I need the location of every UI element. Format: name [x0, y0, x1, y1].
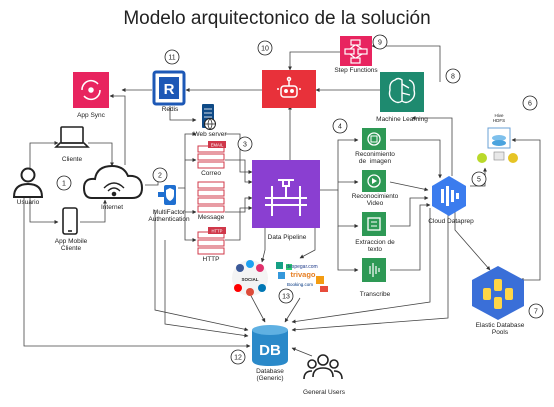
http-tag: HTTP	[212, 229, 223, 234]
http-server-icon: HTTP	[197, 227, 226, 255]
email-tag: EMAIL	[211, 143, 224, 148]
label-elastic-db: Elastic Database Pools	[475, 322, 525, 337]
redis-glyph: R	[164, 81, 175, 98]
step-11: 11	[168, 55, 175, 62]
label-reconocimiento-imagen: Reconimiento de imagen	[355, 151, 395, 166]
step-9: 9	[378, 40, 382, 47]
laptop-icon	[54, 126, 90, 148]
step-6: 6	[528, 101, 532, 108]
step-13: 13	[282, 294, 290, 301]
label-correo: Correo	[201, 170, 221, 177]
rekognition-video-icon	[362, 170, 386, 192]
label-message: Message	[197, 214, 225, 221]
step-3: 3	[243, 142, 247, 149]
travel-logo-2: trivago	[290, 270, 315, 279]
travel-sites-icon: despegar.com trivago Booking.com	[276, 262, 328, 292]
hive-hdfs-icon	[477, 127, 518, 163]
step-5: 5	[477, 177, 481, 184]
label-web-server: Web server	[193, 131, 227, 138]
rekognition-image-icon	[362, 128, 386, 150]
cloud-internet-icon	[82, 164, 144, 199]
diagram-title: Modelo arquitectonico de la solución	[123, 8, 431, 29]
machine-learning-icon	[380, 72, 424, 112]
label-database: Database (Generic)	[256, 368, 284, 383]
cloud-dataprep-icon	[432, 176, 466, 216]
label-machine-learning: Machine Learning	[376, 116, 428, 123]
label-redis: Redis	[161, 106, 179, 113]
redis-icon: R	[152, 70, 186, 106]
label-usuario: Usuario	[16, 199, 40, 206]
label-hive-hdfs: Hive HDFS	[492, 113, 506, 124]
robot-icon	[262, 70, 316, 108]
label-http: HTTP	[202, 256, 220, 263]
step-markers	[56, 34, 544, 365]
label-data-pipeline: Data Pipeline	[267, 234, 307, 241]
elastic-db-pools-icon	[472, 266, 524, 320]
step-1: 1	[62, 181, 66, 188]
step-7: 7	[534, 309, 538, 316]
message-server-icon	[197, 181, 225, 213]
label-step-functions: Step Functions	[334, 67, 378, 74]
social-label: SOCIAL	[241, 277, 258, 282]
step-functions-icon	[340, 36, 372, 66]
step-8: 8	[451, 74, 455, 81]
label-cliente: Cliente	[61, 156, 83, 163]
label-app-sync: App Sync	[77, 112, 105, 119]
connectors	[23, 44, 541, 357]
label-reconocimiento-video: Reconocimiento Video	[351, 193, 399, 208]
step-12: 12	[234, 355, 242, 362]
database-icon: DB	[252, 325, 288, 366]
mobile-phone-icon	[62, 207, 78, 235]
transcribe-icon	[362, 258, 386, 282]
data-pipeline-icon	[252, 160, 320, 228]
user-icon	[12, 167, 44, 198]
social-networks-icon: SOCIAL	[232, 260, 268, 296]
step-4: 4	[338, 124, 342, 131]
travel-logo-1: despegar.com	[286, 264, 317, 270]
app-sync-icon	[73, 72, 109, 108]
label-internet: Internet	[100, 204, 124, 211]
email-server-icon: EMAIL	[197, 141, 226, 169]
label-cloud-dataprep: Cloud Dataprep	[428, 218, 474, 225]
mfa-icon	[158, 185, 176, 205]
label-mfa: MultiFactor Authentication	[148, 209, 190, 224]
web-server-icon	[202, 104, 216, 130]
textract-icon	[362, 212, 386, 236]
db-glyph: DB	[259, 342, 281, 359]
label-general-users: General Users	[303, 389, 345, 396]
travel-logo-3: Booking.com	[287, 282, 313, 287]
label-app-mobile: App Mobile Cliente	[54, 238, 88, 253]
step-10: 10	[261, 46, 269, 53]
step-2: 2	[158, 173, 162, 180]
label-transcribe: Transcribe	[359, 291, 391, 298]
label-extraccion-texto: Extraccion de texto	[355, 239, 395, 254]
general-users-icon	[303, 354, 343, 380]
